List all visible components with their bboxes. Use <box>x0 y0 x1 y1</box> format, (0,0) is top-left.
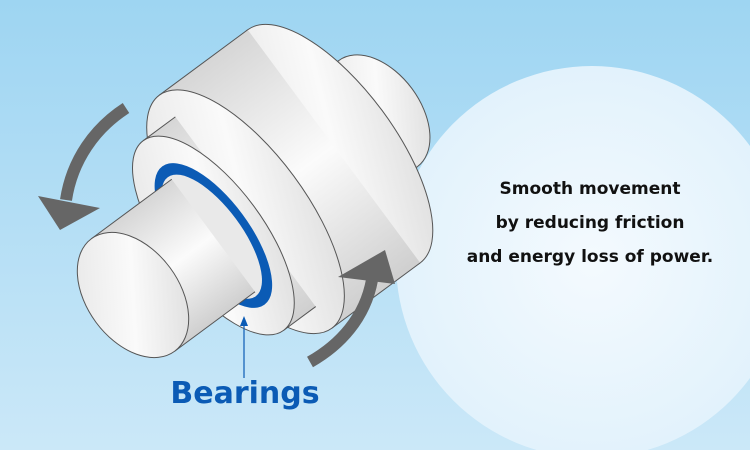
caption-line: Smooth movement <box>499 179 681 199</box>
bearing-pointer <box>240 316 248 378</box>
rotation-arrow-left <box>38 102 130 230</box>
caption-line: by reducing friction <box>495 213 685 233</box>
rotation-arrow-right <box>306 250 395 368</box>
caption: Smooth movement by reducing friction and… <box>400 172 750 274</box>
shaft-and-housing <box>76 23 434 359</box>
bearings-label: Bearings <box>170 376 320 411</box>
caption-line: and energy loss of power. <box>466 247 714 267</box>
info-bubble <box>396 66 750 450</box>
